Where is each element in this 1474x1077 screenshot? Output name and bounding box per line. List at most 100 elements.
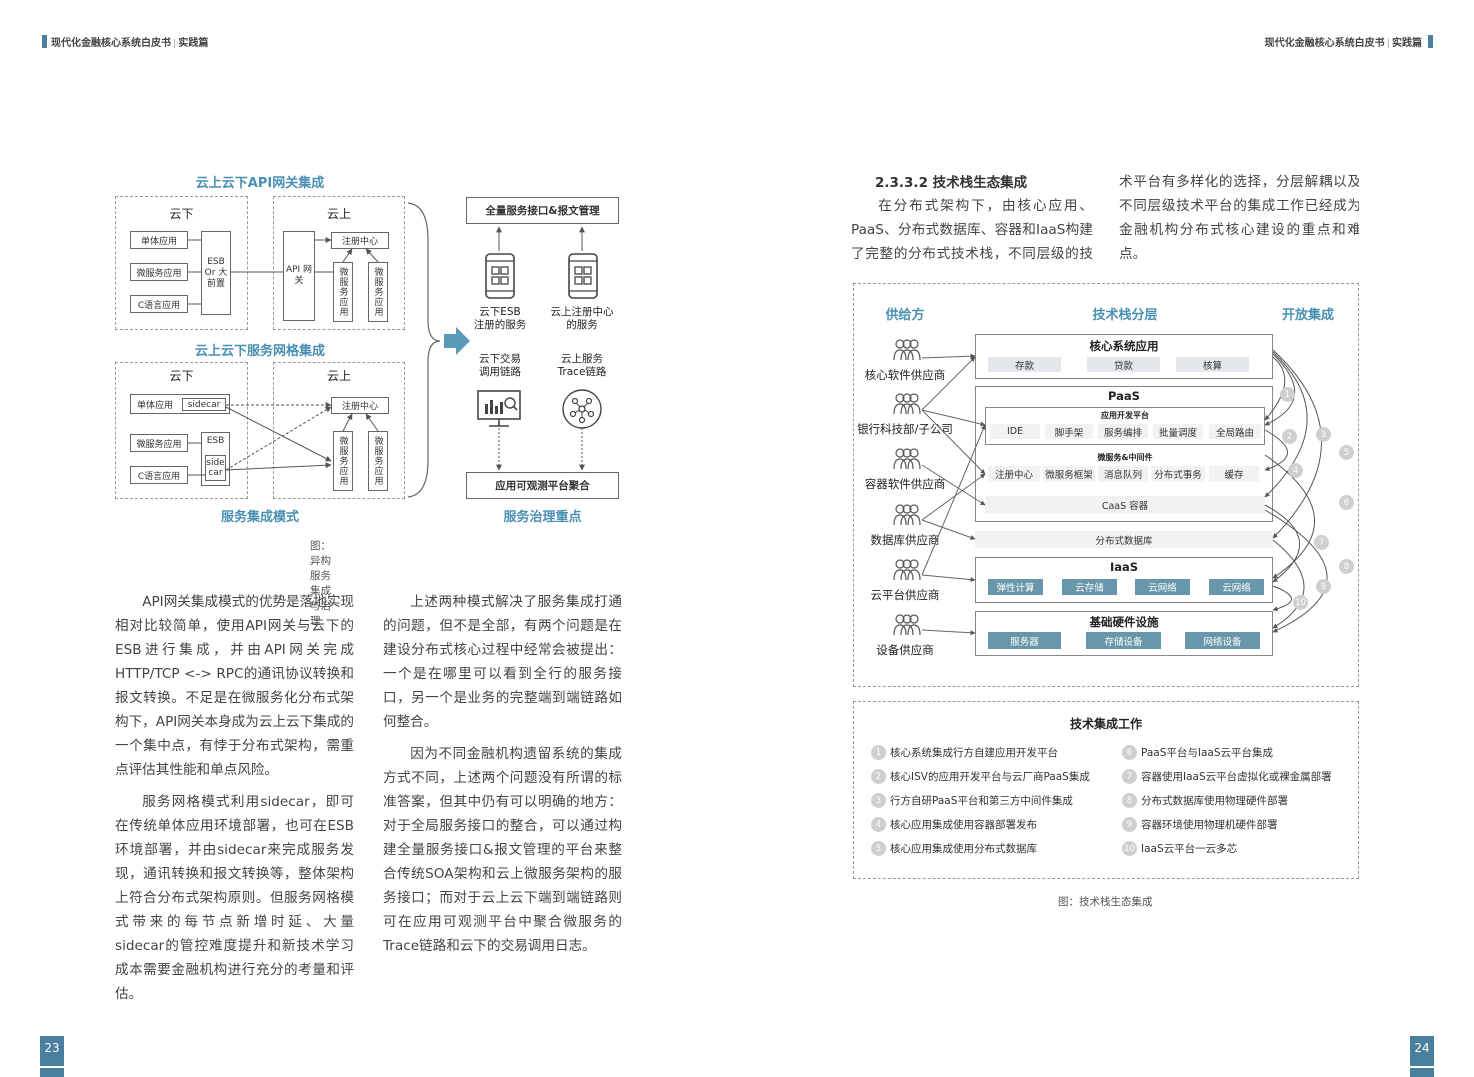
service-mode-label: 服务集成模式 bbox=[220, 510, 299, 525]
chip-cloud-storage: 云存储 bbox=[1062, 579, 1117, 595]
middleware-chip: 分布式事务 bbox=[1151, 466, 1205, 482]
network-node-icon bbox=[562, 389, 602, 429]
col2-paragraph-1: 上述两种模式解决了服务集成打通的问题，但不是全部，有两个问题是在建设分布式核心过… bbox=[383, 594, 622, 730]
mesh-micro-app: 微服务应用 bbox=[130, 434, 188, 452]
middleware-chip: 注册中心 bbox=[988, 466, 1040, 482]
middleware-title: 微服务&中间件 bbox=[1097, 453, 1153, 462]
mesh-mono-app-label: 单体应用 bbox=[137, 400, 174, 411]
chip-cloud-network-2: 云网络 bbox=[1209, 579, 1264, 595]
tech-work-frame bbox=[853, 701, 1359, 879]
arc-number: 1 bbox=[1280, 387, 1295, 402]
supplier-label: 核心软件供应商 bbox=[864, 368, 946, 382]
fig2-caption: 图：技术栈生态集成 bbox=[1058, 896, 1153, 908]
item-number-badge: 4 bbox=[871, 817, 886, 832]
item-number-badge: 3 bbox=[871, 793, 886, 808]
supplier-label: 银行科技部/子公司 bbox=[857, 422, 953, 436]
api-c-app: C语言应用 bbox=[130, 295, 188, 313]
api-cloud-down-label: 云下 bbox=[169, 207, 194, 221]
distributed-db-layer: 分布式数据库 bbox=[975, 531, 1273, 548]
side-car-box: side car bbox=[205, 455, 226, 481]
right-paragraph-text: 在分布式架构下，由核心应用、PaaS、分布式数据库、容器和IaaS构建了完整的分… bbox=[851, 198, 1093, 262]
people-icon bbox=[893, 393, 921, 415]
item-text: 核心ISV的应用开发平台与云厂商PaaS集成 bbox=[890, 771, 1090, 783]
item-text: PaaS平台与IaaS云平台集成 bbox=[1141, 747, 1274, 759]
api-registry-box: 注册中心 bbox=[331, 232, 389, 249]
page-footer-bar-left bbox=[40, 1068, 64, 1077]
item-number-badge: 10 bbox=[1122, 841, 1137, 856]
chip-cloud-network-1: 云网络 bbox=[1135, 579, 1190, 595]
governance-focus-label: 服务治理重点 bbox=[503, 510, 582, 525]
header-bar-left bbox=[42, 35, 47, 48]
mesh-micro-vertical-1: 微服务应用 bbox=[333, 431, 353, 491]
trace-chain-label: 云上服务 Trace链路 bbox=[557, 353, 607, 378]
item-number-badge: 7 bbox=[1122, 769, 1137, 784]
item-text: 分布式数据库使用物理硬件部署 bbox=[1141, 795, 1288, 807]
api-cloud-down-frame bbox=[115, 196, 248, 330]
item-text: 行方自研PaaS平台和第三方中间件集成 bbox=[890, 795, 1073, 807]
chip-server: 服务器 bbox=[988, 632, 1061, 649]
item-number-badge: 1 bbox=[871, 745, 886, 760]
left-column-1: API网关集成模式的优势是落地实现相对比较简单，使用API网关与云下的ESB进行… bbox=[115, 590, 354, 1014]
page-number-right: 24 bbox=[1410, 1036, 1434, 1066]
fig1-caption: 图：异构服务集成与治理 bbox=[310, 540, 331, 627]
middleware-chip: 消息队列 bbox=[1098, 466, 1148, 482]
tech-work-item: 2 核心ISV的应用开发平台与云厂商PaaS集成 bbox=[871, 769, 1090, 784]
arc-number: 10 bbox=[1293, 595, 1308, 610]
chip-storage-device: 存储设备 bbox=[1086, 632, 1161, 649]
people-icon bbox=[893, 504, 921, 526]
fig2-connectors bbox=[921, 349, 1328, 636]
api-micro-vertical-1: 微服务应用 bbox=[333, 262, 353, 322]
cloud-registry-label: 云上注册中心 的服务 bbox=[550, 306, 614, 331]
tech-stack-frame bbox=[853, 283, 1359, 687]
caas-container-chip: CaaS 容器 bbox=[985, 496, 1265, 514]
header-right: 现代化金融核心系统白皮书|实践篇 bbox=[1264, 38, 1422, 49]
col-open-label: 开放集成 bbox=[1281, 308, 1334, 323]
header-bar-right bbox=[1428, 35, 1433, 48]
col1-paragraph-1: API网关集成模式的优势是落地实现相对比较简单，使用API网关与云下的ESB进行… bbox=[115, 594, 355, 778]
chip-loan: 贷款 bbox=[1087, 357, 1160, 372]
layer-iaas-title: IaaS bbox=[1109, 560, 1139, 574]
mesh-cloud-down-frame bbox=[115, 362, 248, 499]
arc-number: 4 bbox=[1288, 463, 1303, 478]
dev-platform-chip: 全局路由 bbox=[1209, 424, 1261, 439]
arc-number: 9 bbox=[1316, 579, 1331, 594]
arc-number: 2 bbox=[1282, 429, 1297, 444]
supplier-label: 数据库供应商 bbox=[870, 533, 940, 547]
dev-platform-chip: IDE bbox=[990, 424, 1040, 439]
item-text: 核心应用集成使用分布式数据库 bbox=[890, 843, 1037, 855]
mesh-micro-vertical-2: 微服务应用 bbox=[368, 431, 388, 491]
col-supplier-label: 供给方 bbox=[885, 308, 925, 323]
api-gateway-title: 云上云下API网关集成 bbox=[195, 176, 325, 191]
monitor-chart-icon bbox=[477, 390, 521, 427]
item-number-badge: 2 bbox=[871, 769, 886, 784]
people-icon bbox=[893, 559, 921, 581]
right-paragraph-part-1: 在分布式架构下，由核心应用、PaaS、分布式数据库、容器和IaaS构建了完整的分… bbox=[851, 194, 1093, 266]
people-icon bbox=[893, 448, 921, 470]
arc-number: 5 bbox=[1339, 445, 1354, 460]
arc-number: 7 bbox=[1314, 535, 1329, 550]
api-micro-vertical-2: 微服务应用 bbox=[368, 262, 388, 322]
middleware-chip: 缓存 bbox=[1209, 466, 1259, 482]
middleware-chip: 微服务框架 bbox=[1043, 466, 1095, 482]
layer-paas-title: PaaS bbox=[1108, 389, 1140, 403]
col-stack-label: 技术栈分层 bbox=[1092, 308, 1158, 323]
mesh-cloud-up-frame bbox=[273, 362, 405, 499]
layer-core-title: 核心系统应用 bbox=[1089, 339, 1159, 353]
mesh-registry-box: 注册中心 bbox=[331, 397, 389, 414]
tech-work-title: 技术集成工作 bbox=[1069, 717, 1142, 731]
tech-work-item: 3 行方自研PaaS平台和第三方中间件集成 bbox=[871, 793, 1073, 808]
chip-accounting: 核算 bbox=[1176, 357, 1249, 372]
sidecar-box: sidecar bbox=[182, 398, 226, 411]
left-column-2: 上述两种模式解决了服务集成打通的问题，但不是全部，有两个问题是在建设分布式核心过… bbox=[383, 590, 622, 966]
dev-platform-chip: 服务编排 bbox=[1098, 424, 1148, 439]
col1-paragraph-2: 服务网格模式利用sidecar，即可在传统单体应用环境部署，也可在ESB环境部署… bbox=[115, 794, 354, 1002]
item-number-badge: 6 bbox=[1122, 745, 1137, 760]
supplier-label: 云平台供应商 bbox=[870, 588, 940, 602]
